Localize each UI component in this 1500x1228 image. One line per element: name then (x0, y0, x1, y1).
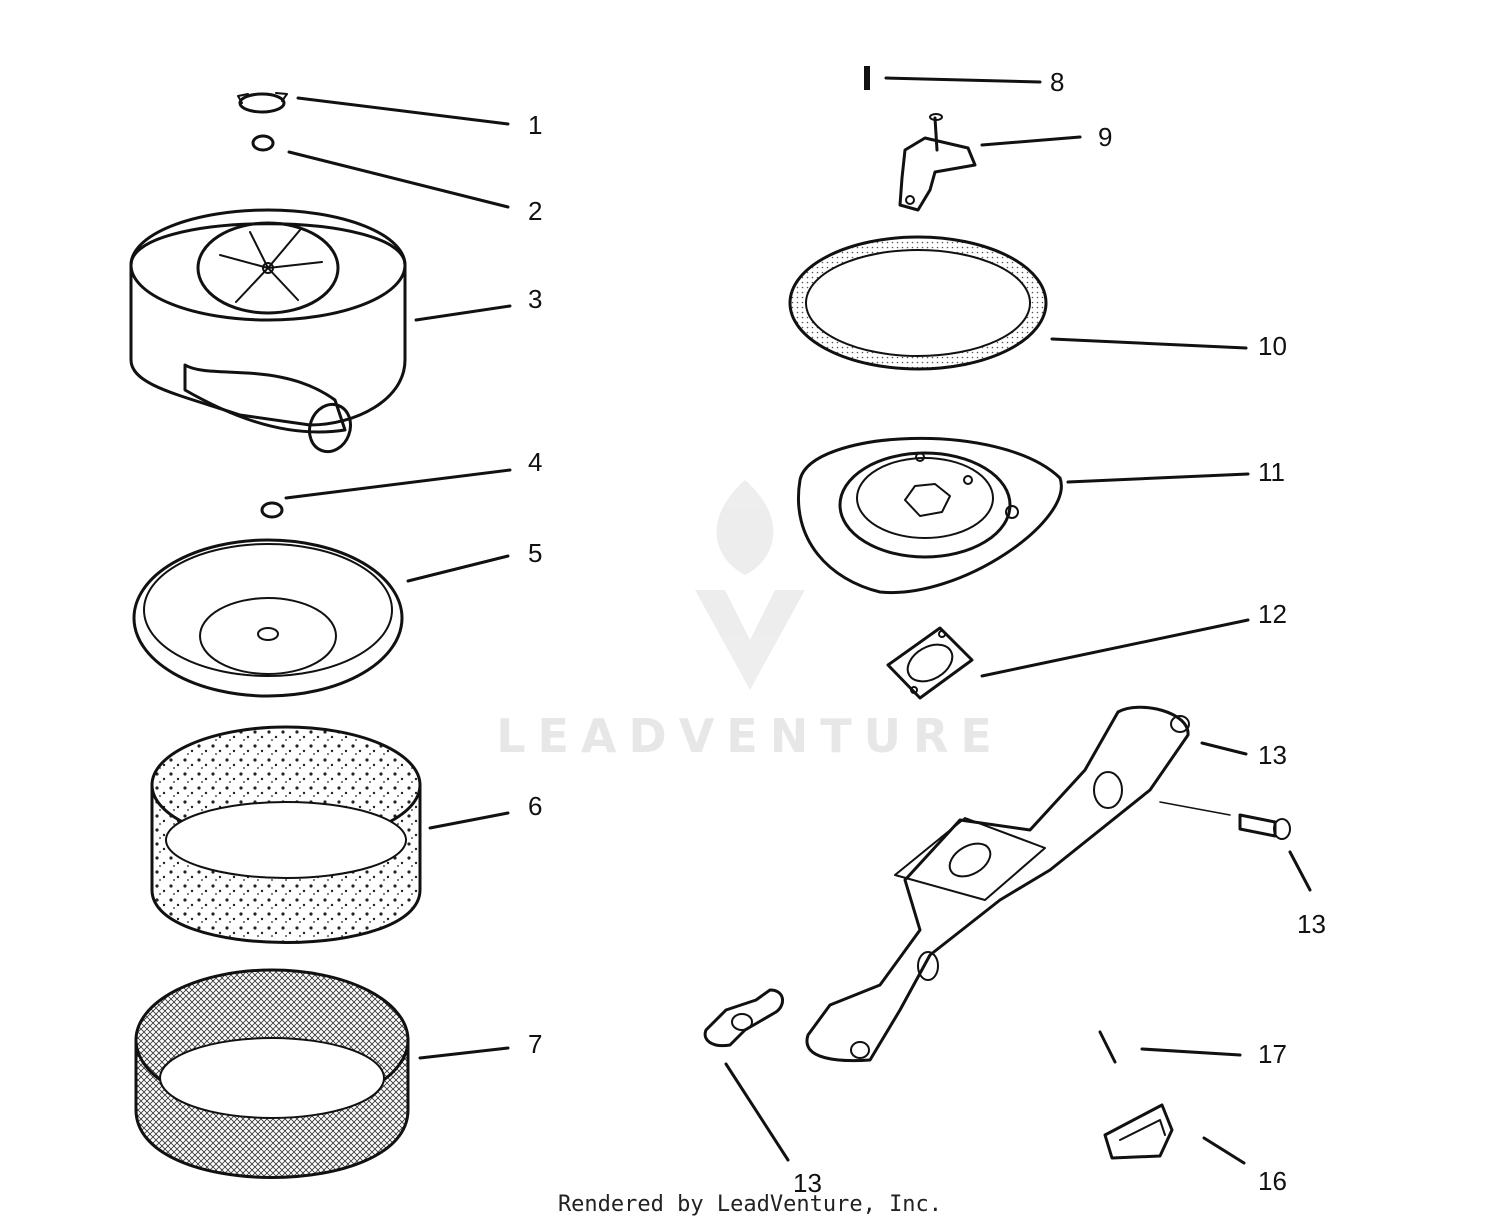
callout-1: 1 (528, 110, 542, 140)
part-13-bolt (1159, 801, 1312, 892)
callout-13-gasket: 13 (793, 1168, 822, 1198)
part-4-nut (260, 468, 512, 519)
watermark: LEADVENTURE (496, 480, 1004, 763)
callout-13-manifold: 13 (1258, 740, 1287, 770)
part-10-gasket-ring (788, 235, 1248, 371)
part-9-bracket (898, 113, 1082, 212)
callout-11: 11 (1258, 457, 1285, 487)
part-11-base (797, 436, 1250, 595)
callout-5: 5 (528, 538, 542, 568)
part-6-foam-precleaner (150, 725, 510, 944)
part-7-filter-element (134, 968, 510, 1179)
part-8-screw (864, 66, 1042, 90)
callout-2: 2 (528, 196, 542, 226)
part-5-cover-plate (132, 538, 510, 698)
watermark-text: LEADVENTURE (496, 709, 1004, 763)
callout-9: 9 (1098, 122, 1112, 152)
callout-8: 8 (1050, 67, 1064, 97)
part-1-wing-nut (237, 92, 510, 126)
callout-16: 16 (1258, 1166, 1287, 1196)
rendered-by-credit: Rendered by LeadVenture, Inc. (557, 1192, 943, 1217)
callout-7: 7 (528, 1029, 542, 1059)
callout-labels: 1 2 3 4 5 6 7 8 9 10 11 12 13 13 13 17 1… (528, 67, 1326, 1198)
part-16-latch (1103, 1103, 1246, 1165)
callout-3: 3 (528, 284, 542, 314)
callout-13-bolt: 13 (1297, 909, 1326, 939)
callout-6: 6 (528, 791, 542, 821)
flame-logo-icon (695, 480, 805, 690)
part-3-air-cleaner-cover (129, 208, 512, 454)
callout-10: 10 (1258, 331, 1287, 361)
part-17-screw (1098, 1030, 1242, 1064)
part-12-gasket (886, 618, 1250, 700)
part-2-washer (251, 134, 510, 209)
callout-17: 17 (1258, 1039, 1287, 1069)
callout-12: 12 (1258, 599, 1287, 629)
part-13-intake-manifold (805, 705, 1248, 1063)
callout-4: 4 (528, 447, 542, 477)
part-13-small-gasket (703, 988, 790, 1162)
